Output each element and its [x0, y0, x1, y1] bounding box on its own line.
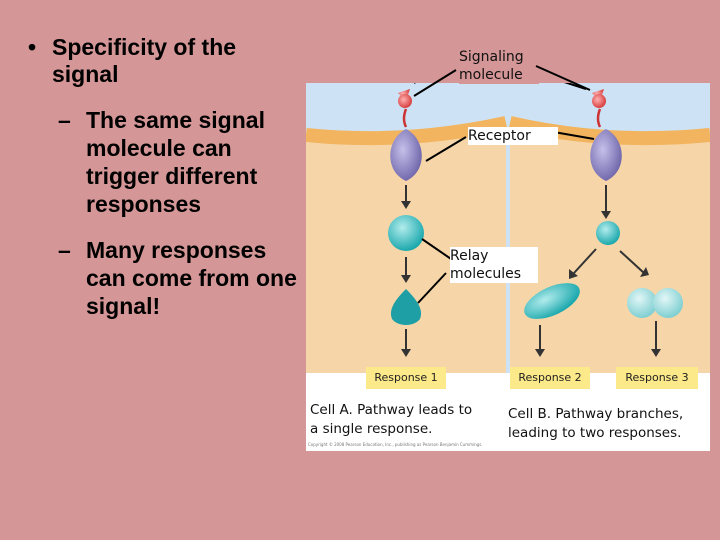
bullet-dash: –	[58, 107, 71, 133]
signal-molecule-a-head	[398, 94, 412, 108]
cell-a-cytoplasm	[306, 123, 506, 383]
response-1-box: Response 1	[366, 367, 446, 389]
cell-a-arrows	[401, 185, 411, 357]
receptor-b	[590, 129, 622, 181]
signal-arrow-a	[402, 108, 408, 128]
response-3-box: Response 3	[616, 367, 698, 389]
cell-b-cytoplasm	[510, 123, 710, 383]
leader-lines	[414, 83, 595, 304]
bullet-dot: •	[28, 34, 37, 60]
bullet-sub-1-text: The same signal molecule can trigger dif…	[86, 107, 265, 217]
receptor-a	[390, 129, 422, 181]
signal-molecule-b-head	[592, 94, 606, 108]
bullet-main-text: Specificity of the signal	[52, 34, 237, 87]
cell-signaling-figure: Signaling molecule Receptor Relay molecu…	[306, 48, 710, 451]
relay-molecule-b3b	[653, 288, 683, 318]
relay-molecule-a1	[388, 215, 424, 251]
bullet-dash: –	[58, 237, 71, 263]
copyright-note: Copyright © 2008 Pearson Education, Inc.…	[308, 442, 483, 447]
relay-molecule-b1	[596, 221, 620, 245]
cell-b-arrows	[535, 185, 661, 357]
response-2-box: Response 2	[510, 367, 590, 389]
bullet-list: • Specificity of the signal – The same s…	[28, 34, 298, 320]
relay-molecules-label: Relay molecules	[450, 247, 538, 283]
bullet-main: • Specificity of the signal	[28, 34, 298, 88]
relay-molecule-a2	[390, 289, 422, 325]
relay-molecule-b3a	[627, 288, 657, 318]
signal-arrow-b	[596, 108, 602, 128]
signaling-molecule-label: Signaling molecule	[459, 48, 539, 84]
relay-molecule-b2	[524, 283, 580, 319]
bullet-sub-2: – Many responses can come from one signa…	[28, 236, 298, 320]
cell-a-caption: Cell A. Pathway leads to a single respon…	[310, 401, 482, 439]
bullet-sub-1: – The same signal molecule can trigger d…	[28, 106, 298, 218]
bullet-sub-2-text: Many responses can come from one signal!	[86, 237, 297, 319]
receptor-label: Receptor	[468, 127, 558, 145]
cell-b-caption: Cell B. Pathway branches, leading to two…	[508, 405, 690, 443]
